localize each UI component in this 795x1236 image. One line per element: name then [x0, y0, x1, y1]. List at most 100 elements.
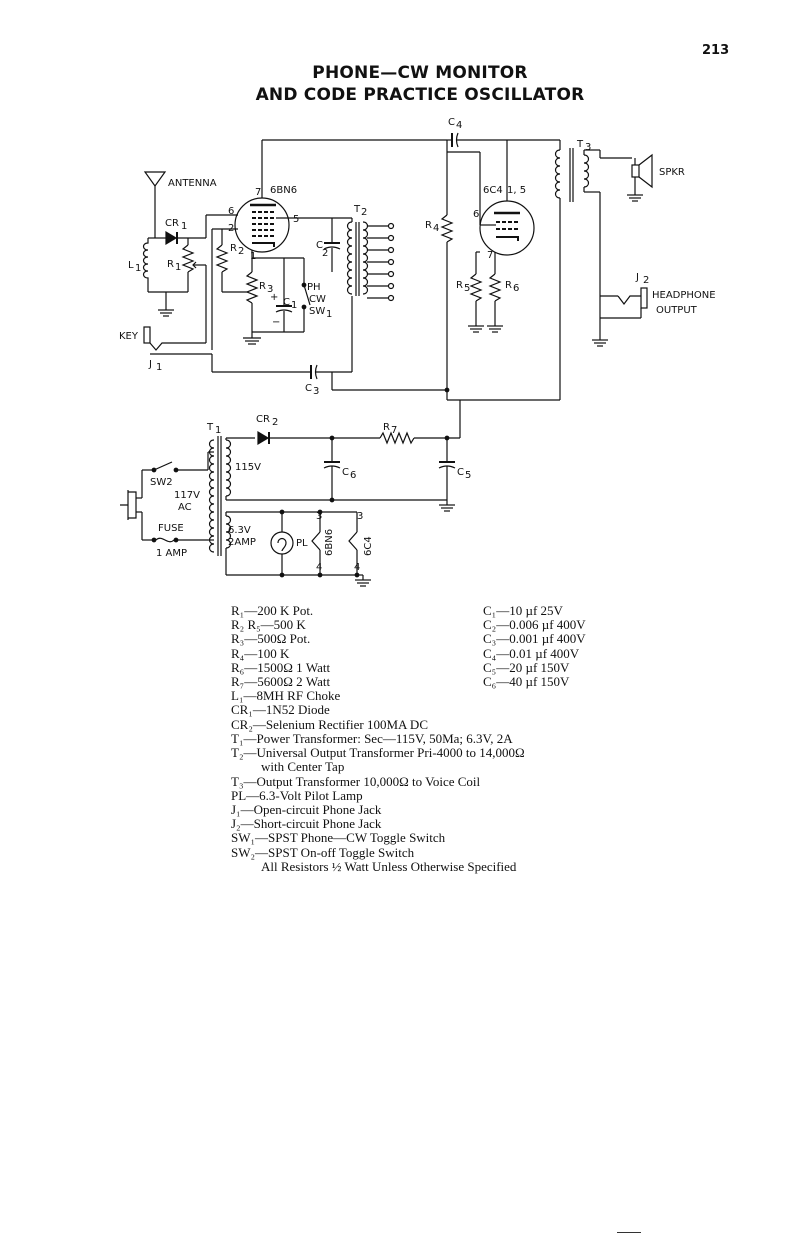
antenna-label: ANTENNA	[168, 178, 217, 189]
c1-plus: +	[270, 292, 278, 303]
j2-jack	[592, 287, 648, 347]
heater-6c4	[348, 512, 371, 587]
parts-list-other: T₁—Power Transformer: Sec—115V, 50Ma; 6.…	[231, 731, 525, 874]
c5-capacitor	[438, 435, 456, 512]
r7-label: R	[383, 422, 390, 433]
pin7b-label: 7	[487, 250, 493, 261]
part-entry: CR₁—1N52 Diode	[231, 702, 330, 718]
sw1-switch	[301, 258, 311, 332]
r3-pot	[243, 250, 304, 345]
amp1-label: 1 AMP	[156, 548, 187, 559]
part-entry: C₅—20 µf 150V	[483, 659, 570, 675]
r3-label: R	[259, 281, 266, 292]
v115-label: 115V	[235, 462, 261, 473]
part-entry: C₂—0.006 µf 400V	[483, 617, 586, 633]
parts-list-capacitors: C₁—10 µf 25V C₂—0.006 µf 400V C₃—0.001 µ…	[483, 603, 586, 690]
output-label: OUTPUT	[656, 305, 698, 316]
spkr-label: SPKR	[659, 167, 685, 178]
cr2-sub: 2	[272, 417, 278, 428]
cr2-label: CR	[256, 414, 270, 425]
part-entry: SW₁—SPST Phone—CW Toggle Switch	[231, 830, 446, 846]
fuse-label: FUSE	[158, 523, 184, 534]
c4-label: C	[448, 117, 455, 128]
part-entry: C₄—0.01 µf 400V	[483, 645, 580, 661]
c5-sub: 5	[465, 470, 471, 481]
r4-label: R	[425, 220, 432, 231]
part-entry: T₂—Universal Output Transformer Pri-4000…	[231, 745, 525, 761]
part-entry: R₄—100 K	[231, 645, 290, 661]
t3-sub: 3	[585, 142, 591, 153]
c1-minus: −	[272, 317, 280, 328]
c5-label: C	[457, 467, 464, 478]
part-entry: L₁—8MH RF Choke	[231, 688, 341, 704]
tube2-pins: 1, 5	[507, 185, 526, 196]
c4-capacitor	[447, 132, 560, 148]
page-divider	[617, 1232, 641, 1233]
part-entry: C₁—10 µf 25V	[483, 603, 563, 618]
t1-label: T	[206, 422, 214, 433]
j1-sub: 1	[156, 362, 162, 373]
r5-sub: 5	[464, 283, 470, 294]
t1-power-transformer	[208, 436, 447, 576]
c6-label: C	[342, 467, 349, 478]
ac-plug-icon	[120, 490, 142, 520]
l1-sub: 1	[135, 263, 141, 274]
part-entry: R₂ R₅—500 K	[231, 617, 306, 633]
pin1-label: 1	[250, 251, 256, 262]
c6-sub: 6	[350, 470, 356, 481]
pin4b-label: 4	[354, 562, 360, 573]
pin6b-label: 6	[473, 209, 479, 220]
pin3a-label: 3	[316, 511, 322, 522]
parts-list-resistors: R₁—200 K Pot. R₂ R₅—500 K R₃—500Ω Pot. R…	[231, 603, 428, 732]
c3-capacitor	[211, 296, 353, 380]
part-entry: R₁—200 K Pot.	[231, 603, 314, 618]
amp2-label: 2AMP	[228, 537, 256, 548]
part-entry: SW₂—SPST On-off Toggle Switch	[231, 844, 415, 860]
r6-label: R	[505, 280, 512, 291]
r6-sub: 6	[513, 283, 519, 294]
sw1-label: SW	[309, 306, 325, 317]
pin3b-label: 3	[357, 511, 363, 522]
sw1-sub: 1	[326, 309, 332, 320]
j2-sub: 2	[643, 275, 649, 286]
fuse-icon	[141, 512, 214, 543]
cw-label: CW	[309, 294, 326, 305]
t2-sub: 2	[361, 207, 367, 218]
r6-resistor	[487, 252, 503, 333]
pin4a-label: 4	[316, 562, 322, 573]
l1-label: L	[128, 260, 134, 271]
j2-label: J	[635, 272, 639, 283]
page-number: 213	[702, 43, 730, 58]
part-entry: CR₂—Selenium Rectifier 100MA DC	[231, 716, 428, 732]
r4-resistor	[440, 140, 454, 390]
part-entry: T₃—Output Transformer 10,000Ω to Voice C…	[231, 773, 481, 789]
r5-label: R	[456, 280, 463, 291]
r3-sub: 3	[267, 284, 273, 295]
sw2-switch	[141, 451, 214, 498]
page-title-line-1: PHONE—CW MONITOR	[312, 63, 528, 83]
v63-label: 6.3V	[228, 525, 251, 536]
heater1-label: 6BN6	[324, 529, 335, 556]
c2-label: C	[316, 240, 323, 251]
r4-sub: 4	[433, 223, 439, 234]
c3-sub: 3	[313, 386, 319, 397]
r7-resistor	[379, 431, 460, 445]
schematic-diagram: ANTENNA CR 1 L 1 R 1	[119, 117, 716, 587]
speaker-icon	[627, 153, 653, 202]
part-entry: C₆—40 µf 150V	[483, 674, 570, 690]
part-entry: R₃—500Ω Pot.	[231, 631, 311, 647]
cr1-label: CR	[165, 218, 179, 229]
l1-rf-choke	[142, 237, 155, 292]
heater-6bn6	[311, 509, 323, 578]
page-title-line-2: AND CODE PRACTICE OSCILLATOR	[255, 85, 585, 105]
pin6-label: 6	[228, 206, 234, 217]
t1-sub: 1	[215, 425, 221, 436]
c1-capacitor	[252, 258, 304, 333]
t3-label: T	[576, 139, 584, 150]
t2-transformer	[346, 221, 395, 302]
c2-sub: 2	[322, 248, 328, 259]
r1-label: R	[167, 259, 174, 270]
headphone-label: HEADPHONE	[652, 290, 716, 301]
c4-sub: 4	[456, 120, 462, 131]
j1-label: J	[148, 359, 152, 370]
